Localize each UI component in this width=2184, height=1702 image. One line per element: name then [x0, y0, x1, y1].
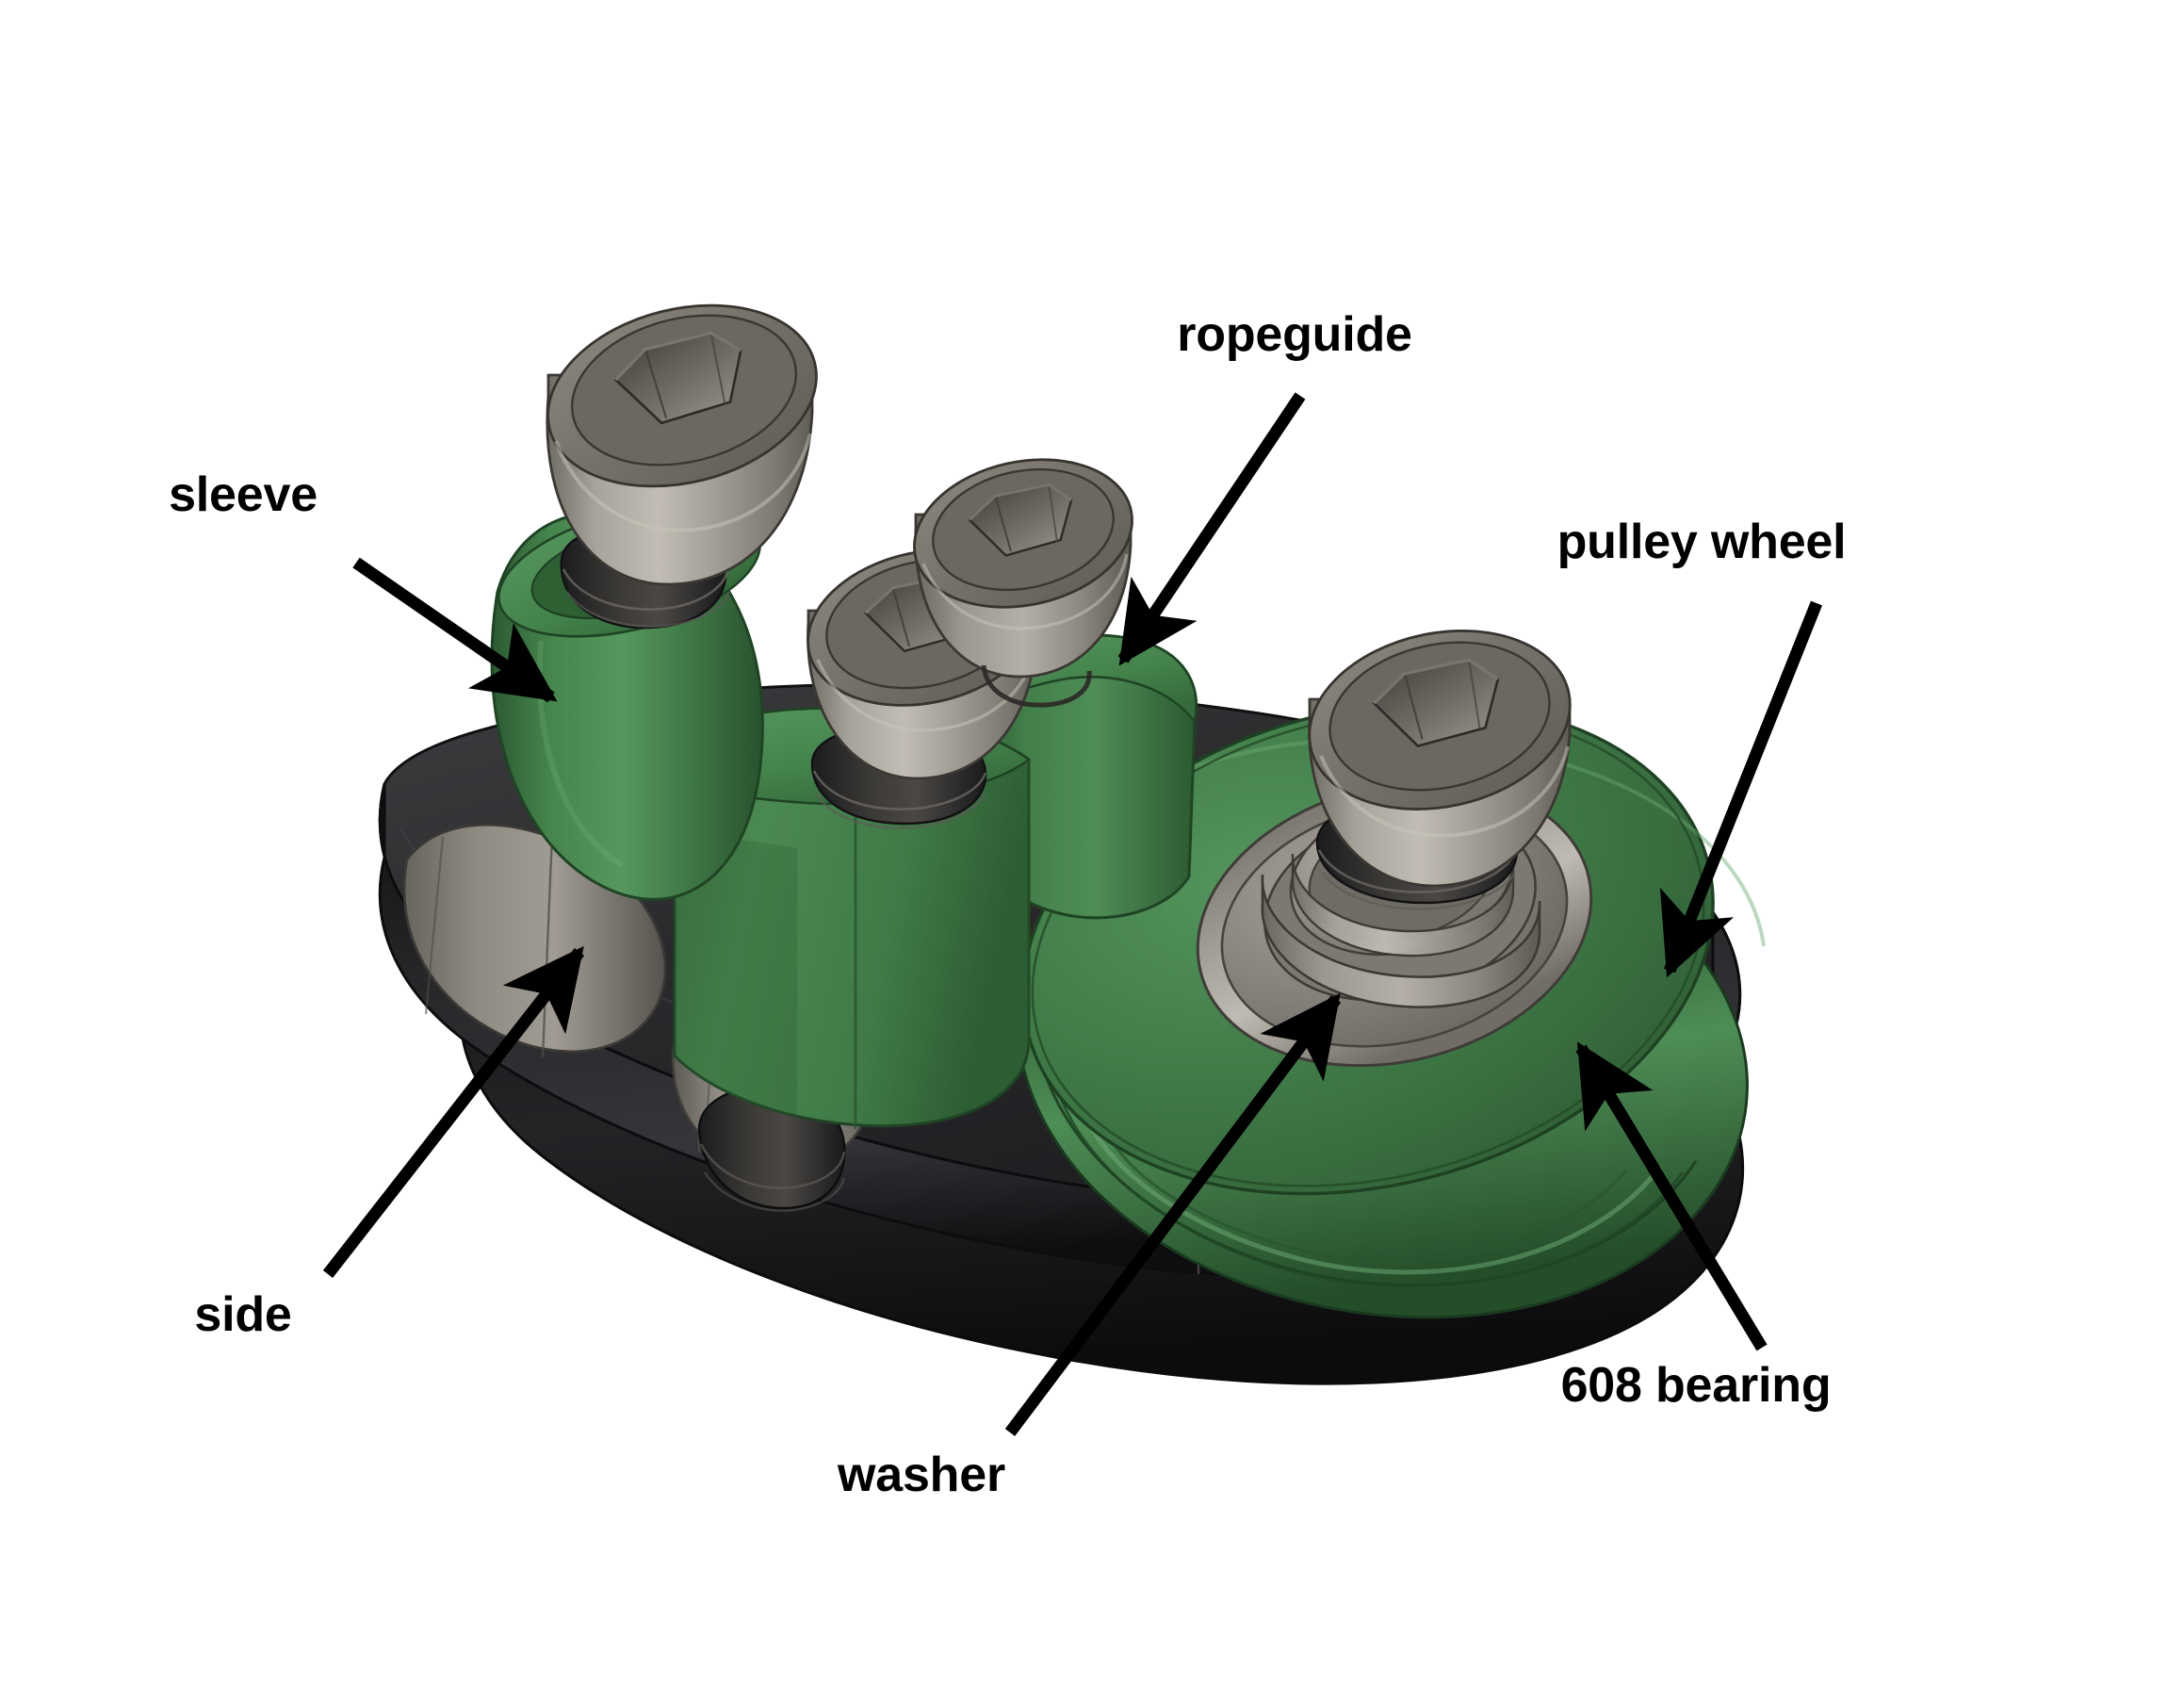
pulley-cap-screw	[1308, 630, 1572, 888]
label-608-bearing: 608 bearing	[1560, 1358, 1832, 1413]
label-side: side	[194, 1287, 292, 1342]
arrow-ropeguide	[1117, 392, 1306, 666]
callout-arrows	[322, 392, 1823, 1436]
label-pulley-wheel: pulley wheel	[1557, 515, 1847, 569]
arrow-side	[322, 945, 585, 1278]
assembly-3d-model	[378, 303, 1766, 1385]
label-sleeve: sleeve	[169, 467, 318, 522]
arrow-sleeve	[352, 557, 558, 703]
label-ropeguide: ropeguide	[1177, 307, 1412, 362]
arrow-pulley-wheel	[1659, 600, 1823, 978]
arrow-608-bearing	[1575, 1041, 1768, 1351]
label-washer: washer	[837, 1448, 1006, 1502]
rear-cap-screw	[913, 458, 1133, 708]
sleeve-assembly-left	[490, 303, 818, 901]
sleeve-cap-screw	[546, 303, 818, 586]
arrow-washer	[1004, 992, 1342, 1436]
pulley-wheel	[1015, 630, 1766, 1319]
